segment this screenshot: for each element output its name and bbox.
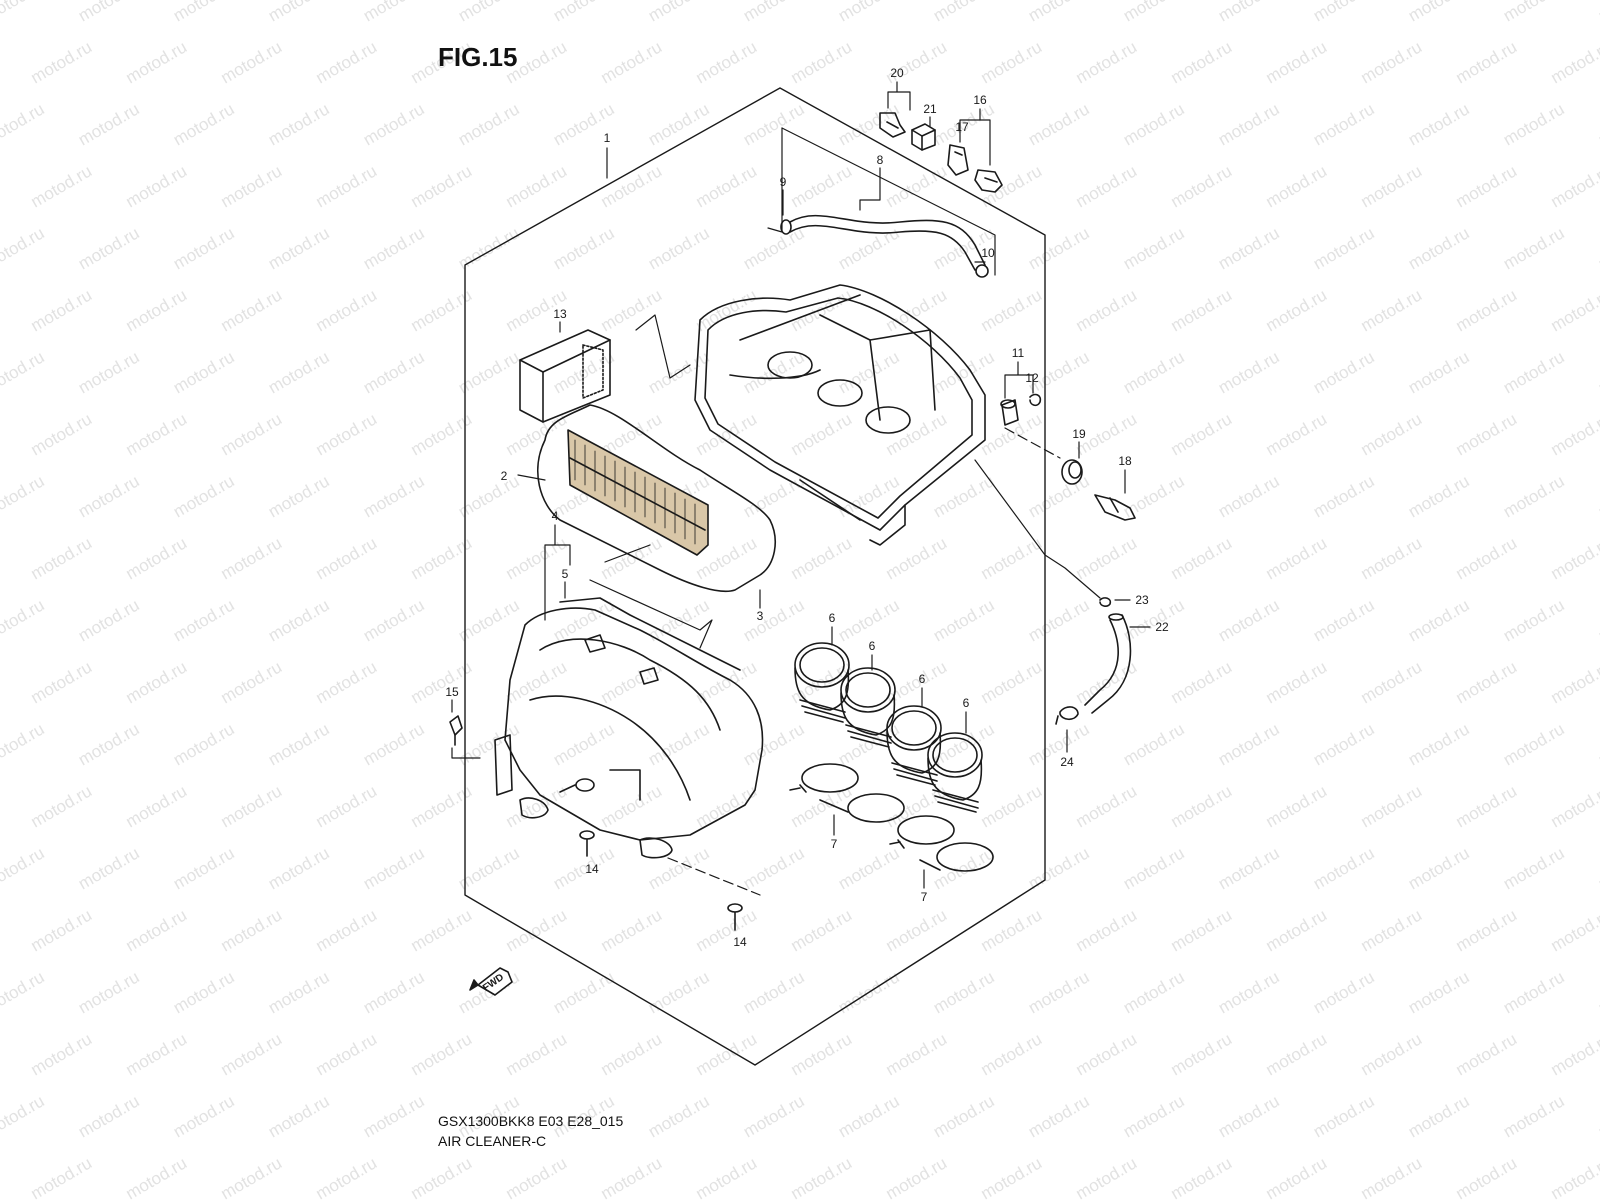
pointer-plug xyxy=(1004,427,1061,459)
drain-hose-22 xyxy=(1084,613,1132,714)
callout-8: 8 xyxy=(877,153,884,167)
sensor-21 xyxy=(911,123,936,151)
callout-13: 13 xyxy=(553,307,567,321)
callout-18: 18 xyxy=(1118,454,1132,468)
callout-10: 10 xyxy=(981,246,995,260)
leader-8 xyxy=(859,167,881,211)
callout-21: 21 xyxy=(923,102,937,116)
callout-6b: 6 xyxy=(869,639,876,653)
plug-11 xyxy=(1000,399,1019,426)
leader-16 xyxy=(959,108,991,166)
air-box-lower xyxy=(494,597,764,859)
pointer-screw xyxy=(667,857,761,896)
air-box-upper xyxy=(694,284,986,546)
callout-6a: 6 xyxy=(829,611,836,625)
sponge-13 xyxy=(519,329,611,423)
breather-hose-8 xyxy=(780,214,989,278)
leader-15 xyxy=(451,699,481,759)
funnel-6a xyxy=(794,642,850,723)
clamp-24 xyxy=(1055,706,1079,725)
clip-23 xyxy=(1099,597,1112,607)
callout-15: 15 xyxy=(445,685,459,699)
callout-16: 16 xyxy=(973,93,987,107)
callout-1: 1 xyxy=(604,131,611,145)
screw-14b xyxy=(727,903,743,931)
funnel-6c xyxy=(886,705,942,786)
callout-2: 2 xyxy=(501,469,508,483)
funnel-6d xyxy=(927,732,983,813)
callout-24: 24 xyxy=(1060,755,1074,769)
section-name: AIR CLEANER-C xyxy=(438,1133,547,1149)
callout-12: 12 xyxy=(1025,371,1039,385)
sensor-17 xyxy=(947,144,969,176)
callout-7a: 7 xyxy=(831,837,838,851)
figure-title: FIG.15 xyxy=(438,42,518,72)
air-filter-2 xyxy=(537,404,776,593)
bolt-15 xyxy=(449,715,463,746)
clip-12 xyxy=(1029,393,1042,407)
callout-6d: 6 xyxy=(963,696,970,710)
grommet-19 xyxy=(1061,459,1083,485)
callout-5: 5 xyxy=(562,567,569,581)
fwd-arrow-icon xyxy=(469,967,513,996)
callout-11: 11 xyxy=(1012,346,1025,360)
clamp-7b xyxy=(889,815,994,872)
pointer-sponge xyxy=(635,314,691,379)
callout-19: 19 xyxy=(1072,427,1086,441)
seal-4-line xyxy=(604,544,651,563)
hose-boundary xyxy=(781,127,996,276)
callout-3: 3 xyxy=(757,609,764,623)
callout-9: 9 xyxy=(780,175,787,189)
callout-23: 23 xyxy=(1135,593,1149,607)
seal-5-line xyxy=(589,579,713,649)
sensor-16 xyxy=(974,169,1003,193)
screw-14a xyxy=(579,830,595,857)
callout-17: 17 xyxy=(955,120,969,134)
drain-plug-18 xyxy=(1094,494,1136,521)
callout-14b: 14 xyxy=(733,935,747,949)
pointer-drain xyxy=(974,459,1101,599)
leader-2 xyxy=(517,474,546,481)
callout-14a: 14 xyxy=(585,862,599,876)
callout-6c: 6 xyxy=(919,672,926,686)
callout-4: 4 xyxy=(552,509,559,523)
leader-4 xyxy=(544,524,571,621)
assembly-boundary xyxy=(464,87,1046,1066)
watermark-text: motod.ru xyxy=(1595,0,1600,25)
model-code: GSX1300BKK8 E03 E28_015 xyxy=(438,1113,624,1129)
clamp-7a xyxy=(789,763,905,823)
leader-11 xyxy=(1004,361,1034,399)
callout-22: 22 xyxy=(1155,620,1169,634)
leader-20 xyxy=(887,81,911,111)
sensor-20 xyxy=(879,112,906,138)
callout-7b: 7 xyxy=(921,890,928,904)
callout-20: 20 xyxy=(890,66,904,80)
